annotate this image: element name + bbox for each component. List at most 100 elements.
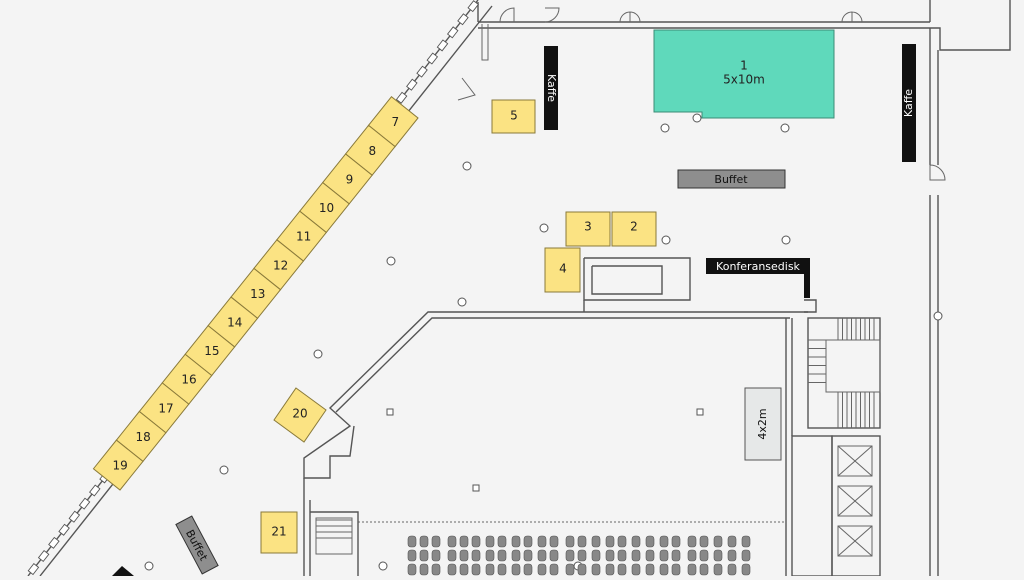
seat-icon [565, 535, 575, 548]
column-icon [472, 484, 480, 492]
reception-desk[interactable]: Konferansedisk [706, 258, 810, 298]
booth-20[interactable]: 20 [273, 387, 327, 443]
inner-walls [303, 257, 817, 576]
seat-icon [631, 549, 641, 562]
seat-icon [591, 563, 601, 576]
exit-marker [112, 566, 134, 576]
seat-icon [511, 535, 521, 548]
column-icon [219, 465, 229, 475]
window-icon [467, 0, 479, 13]
seat-icon [459, 549, 469, 562]
seat-icon [659, 563, 669, 576]
booth-19[interactable]: 19 [92, 439, 144, 491]
booth-2-label: 2 [630, 220, 638, 234]
seat-icon [523, 563, 533, 576]
booth-19-shape[interactable] [92, 439, 144, 491]
door-icon [499, 7, 515, 23]
seat-icon [537, 563, 547, 576]
seat-icon [471, 563, 481, 576]
booth-2[interactable]: 2 [611, 211, 657, 247]
booth-14-label: 14 [227, 315, 242, 329]
seat-icon [565, 549, 575, 562]
booth-5[interactable]: 5 [491, 99, 536, 134]
seat-icon [511, 549, 521, 562]
seat-icon [431, 563, 441, 576]
window-icon [58, 523, 70, 536]
seat-icon [577, 563, 587, 576]
seat-icon [577, 549, 587, 562]
kaffe-left-label: Kaffe [545, 74, 558, 102]
door-icon [929, 164, 946, 181]
buffet-top[interactable]: Buffet [677, 169, 786, 189]
seat-icon [659, 549, 669, 562]
column-icon [660, 123, 670, 133]
door-icon [619, 11, 641, 23]
seat-icon [447, 549, 457, 562]
kaffe-left[interactable]: Kaffe [544, 46, 558, 130]
seat-icon [459, 535, 469, 548]
seat-icon [687, 549, 697, 562]
booth-21-shape[interactable] [260, 511, 298, 554]
window-icon [426, 52, 439, 65]
seat-icon [537, 549, 547, 562]
seat-icon [727, 535, 737, 548]
column-icon [780, 123, 790, 133]
seat-icon [407, 549, 417, 562]
seat-icon [419, 549, 429, 562]
booth-3-shape[interactable] [565, 211, 611, 247]
elevator-icon [837, 445, 873, 477]
booth-18[interactable]: 18 [115, 410, 167, 463]
column-icon [661, 235, 671, 245]
stage-area[interactable]: 4x2m [744, 387, 782, 461]
seat-icon [605, 535, 615, 548]
booth-4-shape[interactable] [544, 247, 581, 293]
booth-15-label: 15 [204, 344, 219, 358]
seat-icon [511, 563, 521, 576]
seat-icon [727, 563, 737, 576]
stage-area-label: 4x2m [756, 408, 769, 439]
booth-4[interactable]: 4 [544, 247, 581, 293]
booth-1-shape[interactable] [653, 29, 835, 119]
seat-icon [671, 563, 681, 576]
column-icon [781, 235, 791, 245]
seat-icon [741, 563, 751, 576]
booth-19-label: 19 [113, 459, 128, 473]
booth-2-shape[interactable] [611, 211, 657, 247]
seat-icon [407, 535, 417, 548]
window-icon [446, 26, 459, 39]
seat-icon [617, 563, 627, 576]
booth-1-label: 1 [740, 59, 748, 73]
window-icon [68, 510, 81, 523]
buffet-bottom[interactable]: Buffet [175, 515, 219, 575]
seat-icon [537, 535, 547, 548]
window-icon [78, 497, 91, 510]
window-icon [48, 536, 60, 549]
booth-3[interactable]: 3 [565, 211, 611, 247]
column-icon [144, 561, 154, 571]
auditorium-seating [407, 535, 751, 576]
seat-icon [699, 535, 709, 548]
column-icon [457, 297, 467, 307]
seat-icon [447, 535, 457, 548]
seat-icon [407, 563, 417, 576]
booth-5-shape[interactable] [491, 99, 536, 134]
buffet-top-label: Buffet [714, 173, 748, 186]
booth-1[interactable]: 1 5x10m [653, 29, 835, 119]
seat-icon [471, 549, 481, 562]
booth-21[interactable]: 21 [260, 511, 298, 554]
window-icon [406, 78, 418, 91]
seat-icon [549, 549, 559, 562]
booth-20-shape[interactable] [273, 387, 327, 443]
booth-3-label: 3 [584, 220, 592, 234]
seat-icon [431, 535, 441, 548]
seat-icon [471, 535, 481, 548]
column-icon [462, 161, 472, 171]
window-icon [457, 13, 469, 26]
seat-icon [431, 549, 441, 562]
seat-icon [459, 563, 469, 576]
seat-icon [699, 563, 709, 576]
seat-icon [687, 563, 697, 576]
kaffe-right[interactable]: Kaffe [902, 44, 916, 162]
